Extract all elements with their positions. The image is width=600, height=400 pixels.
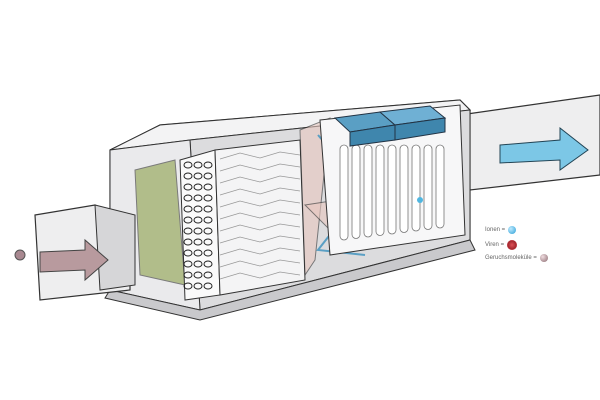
ionizer-tube (411, 144, 421, 232)
honeycomb-cell (203, 249, 213, 257)
filter-pleat (219, 187, 301, 196)
honeycomb-cell (193, 183, 203, 191)
ionizer-tube (375, 144, 385, 236)
honeycomb-cell (203, 172, 213, 180)
pleated-bag-filter (214, 139, 306, 296)
honeycomb-cell (183, 161, 193, 169)
filter-pleat (219, 175, 301, 184)
honeycomb-cell (183, 216, 193, 224)
honeycomb-cell (193, 172, 203, 180)
odor-molecule-icon (539, 254, 548, 262)
honeycomb-cell (203, 238, 213, 246)
ionizer-tube (399, 144, 409, 233)
ionizer-tube (435, 144, 445, 229)
filter-pleat (219, 163, 301, 172)
honeycomb-cell (203, 271, 213, 279)
honeycomb-cell (193, 227, 203, 235)
outlet-air-arrow (499, 126, 589, 171)
honeycomb-cell (183, 172, 193, 180)
honeycomb-cell (203, 183, 213, 191)
honeycomb-cell (193, 282, 203, 290)
filter-pleat (219, 211, 301, 220)
honeycomb-cell (203, 282, 213, 290)
honeycomb-cell (203, 205, 213, 213)
honeycomb-cell (203, 216, 213, 224)
honeycomb-cell (183, 249, 193, 257)
ion-particle-icon (417, 197, 423, 203)
honeycomb-cell (183, 194, 193, 202)
honeycomb-cell (193, 161, 203, 169)
ionizer-tube (351, 144, 361, 239)
inlet-air-arrow (39, 238, 109, 282)
ionizer-tube (339, 144, 349, 241)
honeycomb-cell (183, 282, 193, 290)
honeycomb-cell (193, 216, 203, 224)
honeycomb-cell (203, 227, 213, 235)
ionizer-tube (423, 144, 433, 230)
honeycomb-cell (183, 271, 193, 279)
legend-label: Ionen = (485, 227, 506, 233)
legend-label: Geruchsmoleküle = (485, 255, 537, 261)
honeycomb-cell (183, 238, 193, 246)
honeycomb-filter (179, 149, 221, 301)
filter-pleat (219, 259, 301, 268)
filter-pleat (219, 271, 301, 280)
filter-pleat (219, 247, 301, 256)
honeycomb-cell (203, 260, 213, 268)
ion-particle-icon (508, 226, 517, 234)
legend-item-ions: Ionen = (485, 226, 517, 234)
honeycomb-cell (193, 260, 203, 268)
honeycomb-cell (193, 194, 203, 202)
legend-item-odor-molecules: Geruchsmoleküle = (485, 254, 548, 262)
filter-pleat (219, 235, 301, 244)
legend-item-viruses: Viren = (485, 240, 518, 250)
filter-pleat (219, 199, 301, 208)
legend-label: Viren = (485, 242, 505, 248)
honeycomb-cell (203, 161, 213, 169)
filter-pleat (219, 151, 301, 160)
honeycomb-cell (183, 183, 193, 191)
ionizer-module (319, 104, 466, 256)
virus-particle-icon (507, 240, 518, 250)
honeycomb-cell (193, 205, 203, 213)
ionizer-tube (387, 144, 397, 235)
ionizer-tube (363, 144, 373, 238)
honeycomb-cell (203, 194, 213, 202)
honeycomb-cell (193, 238, 203, 246)
honeycomb-cell (183, 227, 193, 235)
odor-molecule-icon (14, 249, 26, 261)
honeycomb-cell (183, 260, 193, 268)
honeycomb-cell (193, 249, 203, 257)
filter-pleat (219, 223, 301, 232)
honeycomb-cell (183, 205, 193, 213)
honeycomb-cell (193, 271, 203, 279)
